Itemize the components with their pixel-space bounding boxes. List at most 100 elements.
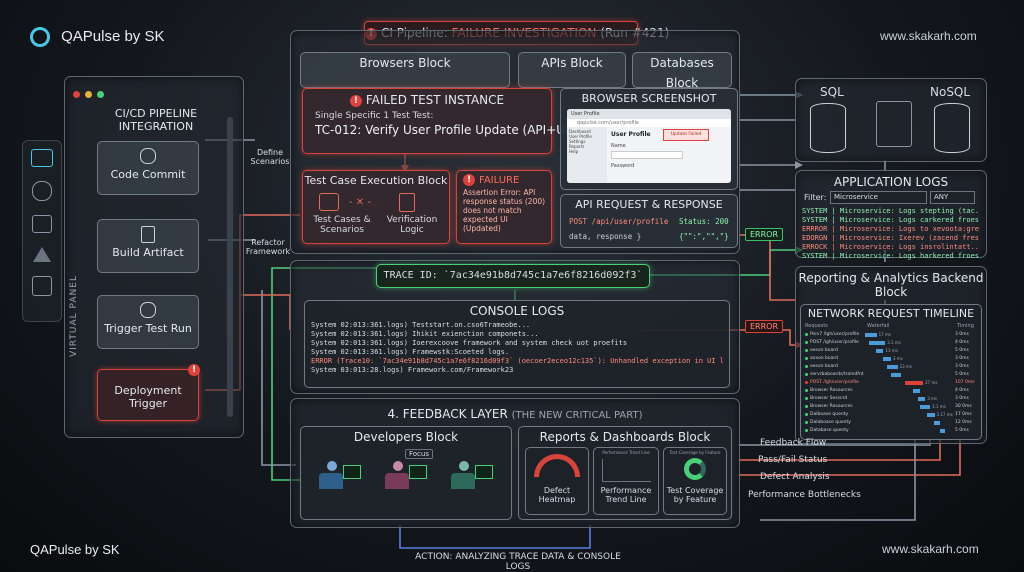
col-timing: Timing — [957, 323, 974, 329]
api-request: POST /api/user/profile — [569, 217, 669, 226]
waterfall-bar — [904, 381, 924, 385]
document-icon — [141, 226, 155, 243]
ok-dot-icon — [805, 341, 808, 344]
waterfall-label: 3 ms — [893, 356, 903, 361]
network-icon[interactable] — [32, 181, 52, 201]
step-label: Code Commit — [110, 168, 186, 181]
network-row-time: 3 0ms — [955, 396, 969, 401]
col-waterfall: Waterfall — [867, 323, 890, 329]
network-timeline[interactable]: NETWORK REQUEST TIMELINE Requests Waterf… — [800, 304, 982, 440]
api-request-block[interactable]: API REQUEST & RESPONSE POST /api/user/pr… — [560, 194, 738, 248]
error-dot-icon — [805, 381, 808, 384]
feedback-subtitle: (THE NEW CRITICAL PART) — [511, 410, 643, 421]
nav-item: Dashboard — [569, 129, 591, 134]
nav-item: Settings — [569, 139, 586, 144]
performance-trend-widget[interactable]: Performance Trend Line Performance Trend… — [593, 447, 659, 515]
settings-icon[interactable] — [32, 276, 52, 296]
failure-box[interactable]: !FAILURE Assertion Error: API response s… — [456, 170, 552, 244]
network-row-time: 5 0ms — [955, 372, 969, 377]
console-title: CONSOLE LOGS — [469, 304, 565, 318]
step-label: Trigger Test Run — [104, 322, 192, 335]
waterfall-bar — [926, 413, 935, 417]
network-row-time: 17 0ms — [955, 412, 972, 417]
sql-database-icon — [810, 103, 846, 153]
ok-dot-icon — [805, 429, 808, 432]
ok-dot-icon — [805, 365, 808, 368]
network-row-name: oeson board — [810, 364, 838, 369]
nosql-label: NoSQL — [930, 85, 971, 99]
test-execution-block[interactable]: Test Case Execution Block - ✕ - Test Cas… — [302, 170, 450, 244]
nav-item: Reports — [569, 144, 585, 149]
panel-scrollbar[interactable] — [227, 117, 233, 417]
level-select[interactable]: ANY — [930, 191, 975, 204]
step-trigger-test-run[interactable]: Trigger Test Run — [97, 295, 199, 349]
network-row-time: 4 0ms — [955, 340, 969, 345]
feedback-title: 4. FEEDBACK LAYER — [387, 407, 512, 421]
network-row-time: 3 0ms — [955, 356, 969, 361]
console-logs[interactable]: CONSOLE LOGS System 02:013:361.logs) Tes… — [304, 300, 730, 388]
sql-label: SQL — [820, 85, 844, 99]
alert-icon[interactable] — [33, 247, 51, 262]
warning-icon: ! — [463, 174, 475, 186]
network-row-name: Browser Resources — [810, 404, 853, 409]
screenshot-title: BROWSER SCREENSHOT — [581, 92, 717, 105]
ok-dot-icon — [805, 405, 808, 408]
reports-title: Reports & Dashboards Block — [539, 430, 711, 444]
widget-label: Defect Heatmap — [538, 486, 576, 504]
apis-block[interactable]: APIs Block — [518, 52, 626, 88]
network-row-name: oeson board — [810, 348, 838, 353]
step-code-commit[interactable]: Code Commit — [97, 141, 199, 195]
databases-block[interactable]: Databases Block — [632, 52, 732, 90]
defect-analysis-label: Defect Analysis — [760, 472, 830, 482]
apis-block-label: APIs Block — [541, 56, 603, 70]
failed-test-instance[interactable]: !FAILED TEST INSTANCE Single Specific 1 … — [302, 88, 573, 154]
browser-screenshot-block[interactable]: BROWSER SCREENSHOT User Profile qapulse.… — [560, 88, 738, 190]
error-chip-console: ERROR — [745, 320, 784, 333]
waterfall-bar — [891, 373, 901, 377]
console-line: System 02:013:361.logs) Teststart.on.cso… — [311, 321, 531, 329]
test-coverage-widget[interactable]: Test Coverage by Feature Test Coverage b… — [663, 447, 727, 515]
define-scenarios-label: Define Scenarios — [250, 148, 290, 166]
step-deployment-trigger[interactable]: ! Deployment Trigger — [97, 364, 200, 421]
step-build-artifact[interactable]: Build Artifact — [97, 219, 199, 273]
feedback-flow-label: Feedback Flow — [760, 438, 827, 448]
window-controls — [73, 83, 105, 102]
screenshot-field1: Name — [611, 143, 626, 149]
screenshot-toast: Update Failed — [663, 129, 709, 141]
filter-input[interactable]: Microservice — [830, 191, 927, 204]
network-row-name: POST /lgh/user/profile — [810, 380, 859, 385]
trace-id[interactable]: TRACE ID: `7ac34e91b8d745c1a7e6f8216d092… — [376, 264, 650, 288]
defect-heatmap-widget[interactable]: Defect Heatmap — [525, 447, 589, 515]
reports-dashboards-block[interactable]: Reports & Dashboards Block Defect Heatma… — [518, 426, 732, 520]
terminal-icon[interactable] — [31, 149, 53, 167]
nosql-database-icon — [934, 103, 970, 153]
pass-fail-label: Pass/Fail Status — [758, 455, 828, 465]
developers-block[interactable]: Developers Block Focus — [300, 426, 512, 520]
browsers-block[interactable]: Browsers Block — [300, 52, 510, 88]
developers-title: Developers Block — [353, 430, 459, 444]
trend-line-icon — [601, 459, 651, 482]
screenshot-field2: Password — [611, 163, 635, 169]
execution-title: Test Case Execution Block — [304, 174, 448, 187]
log-line: SYSTEM | Microservice: Logs harkered fro… — [802, 252, 980, 260]
check-circle-icon — [140, 302, 156, 318]
developer-2-icon — [385, 461, 427, 509]
waterfall-bar — [919, 405, 931, 409]
cicd-title: CI/CD PIPELINE INTEGRATION — [114, 107, 198, 133]
ok-dot-icon — [805, 349, 808, 352]
failed-test-title: FAILED TEST INSTANCE — [365, 93, 505, 107]
dashboard-icon[interactable] — [32, 215, 52, 233]
